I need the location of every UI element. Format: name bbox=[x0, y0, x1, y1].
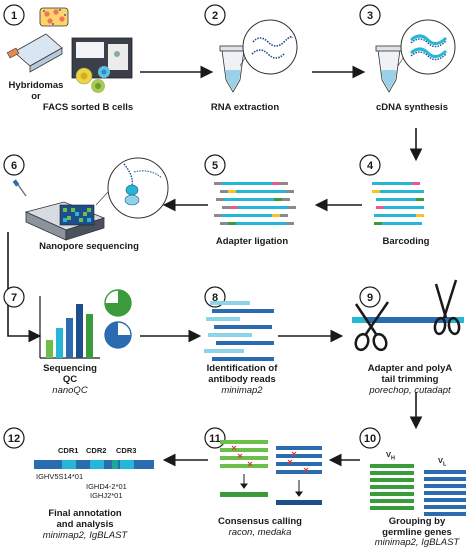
scissors-trimming-icon bbox=[352, 279, 464, 352]
step-1-label-or: or bbox=[31, 91, 41, 102]
germline-groups-icon bbox=[370, 464, 466, 516]
cdr3-label: CDR3 bbox=[116, 446, 137, 455]
step-5-label: Adapter ligation bbox=[215, 236, 289, 247]
step-5-number: 5 bbox=[212, 160, 218, 172]
step-12-tool: minimap2, IgBLAST bbox=[42, 530, 128, 541]
annotation-bar-icon bbox=[34, 460, 154, 469]
adapter-ligated-reads-icon bbox=[214, 182, 296, 225]
step-11-tool: racon, medaka bbox=[228, 527, 292, 538]
step-9-tool: porechop, cutadapt bbox=[369, 385, 451, 396]
step-8-tool: minimap2 bbox=[221, 385, 263, 396]
barcoded-reads-icon bbox=[372, 182, 424, 225]
step-7-label-line1: Sequencing bbox=[43, 363, 97, 374]
step-1-label-hybridomas: Hybridomas bbox=[8, 80, 64, 91]
step-1-number: 1 bbox=[11, 10, 17, 22]
germline-vl-label: VL bbox=[438, 456, 447, 468]
step-8-label-line1: Identification of bbox=[206, 363, 278, 374]
cdna-tube-icon bbox=[375, 19, 456, 93]
step-8-number: 8 bbox=[212, 292, 218, 304]
step-9-number: 9 bbox=[367, 292, 373, 304]
step-6-label: Nanopore sequencing bbox=[39, 241, 139, 252]
step-4-number: 4 bbox=[367, 160, 374, 172]
hybridoma-flask-icon bbox=[6, 7, 69, 73]
ighv-gene: IGHV5S14*01 bbox=[36, 472, 84, 481]
b-cell-icons bbox=[75, 66, 110, 93]
step-7-number: 7 bbox=[11, 292, 17, 304]
step-2-label: RNA extraction bbox=[210, 102, 280, 113]
step-4-label: Barcoding bbox=[382, 236, 430, 247]
step-8-label-line2: antibody reads bbox=[208, 374, 276, 385]
step-3-number: 3 bbox=[367, 10, 373, 22]
step-9-label-line1: Adapter and polyA bbox=[367, 363, 453, 374]
step-10-number: 10 bbox=[364, 433, 376, 445]
flow-arrows bbox=[7, 65, 423, 467]
step-1-label-facs: FACS sorted B cells bbox=[42, 102, 134, 113]
step-10-tool: minimap2, IgBLAST bbox=[374, 537, 460, 548]
rna-tube-icon bbox=[219, 19, 298, 93]
qc-charts-icon bbox=[39, 289, 132, 359]
step-9-label-line2: tail trimming bbox=[381, 374, 439, 385]
antibody-reads-icon bbox=[204, 301, 274, 361]
ighd-gene: IGHD4-2*01 bbox=[86, 482, 127, 491]
step-6-number: 6 bbox=[11, 160, 17, 172]
consensus-calling-icon bbox=[220, 440, 322, 505]
step-10-label-line2: germline genes bbox=[382, 527, 452, 538]
cdr1-label: CDR1 bbox=[58, 446, 79, 455]
step-11-number: 11 bbox=[209, 433, 221, 445]
step-12-label-line2: and analysis bbox=[56, 519, 114, 530]
arrow-6-7 bbox=[7, 232, 42, 343]
cdr2-label: CDR2 bbox=[86, 446, 107, 455]
step-11-label: Consensus calling bbox=[218, 516, 302, 527]
step-12-number: 12 bbox=[8, 433, 20, 445]
step-number-circles: 1 2 3 4 5 6 7 8 9 10 11 12 bbox=[3, 4, 381, 449]
ighj-gene: IGHJ2*01 bbox=[90, 491, 123, 500]
step-7-tool: nanoQC bbox=[52, 385, 88, 396]
step-7-label-line2: QC bbox=[62, 374, 78, 385]
germline-vh-label: VH bbox=[386, 450, 395, 462]
step-3-label: cDNA synthesis bbox=[376, 102, 448, 113]
step-10-label-line1: Grouping by bbox=[388, 516, 446, 527]
step-2-number: 2 bbox=[212, 10, 218, 22]
step-12-label-line1: Final annotation bbox=[48, 508, 122, 519]
nanopore-device-icon bbox=[12, 157, 169, 241]
